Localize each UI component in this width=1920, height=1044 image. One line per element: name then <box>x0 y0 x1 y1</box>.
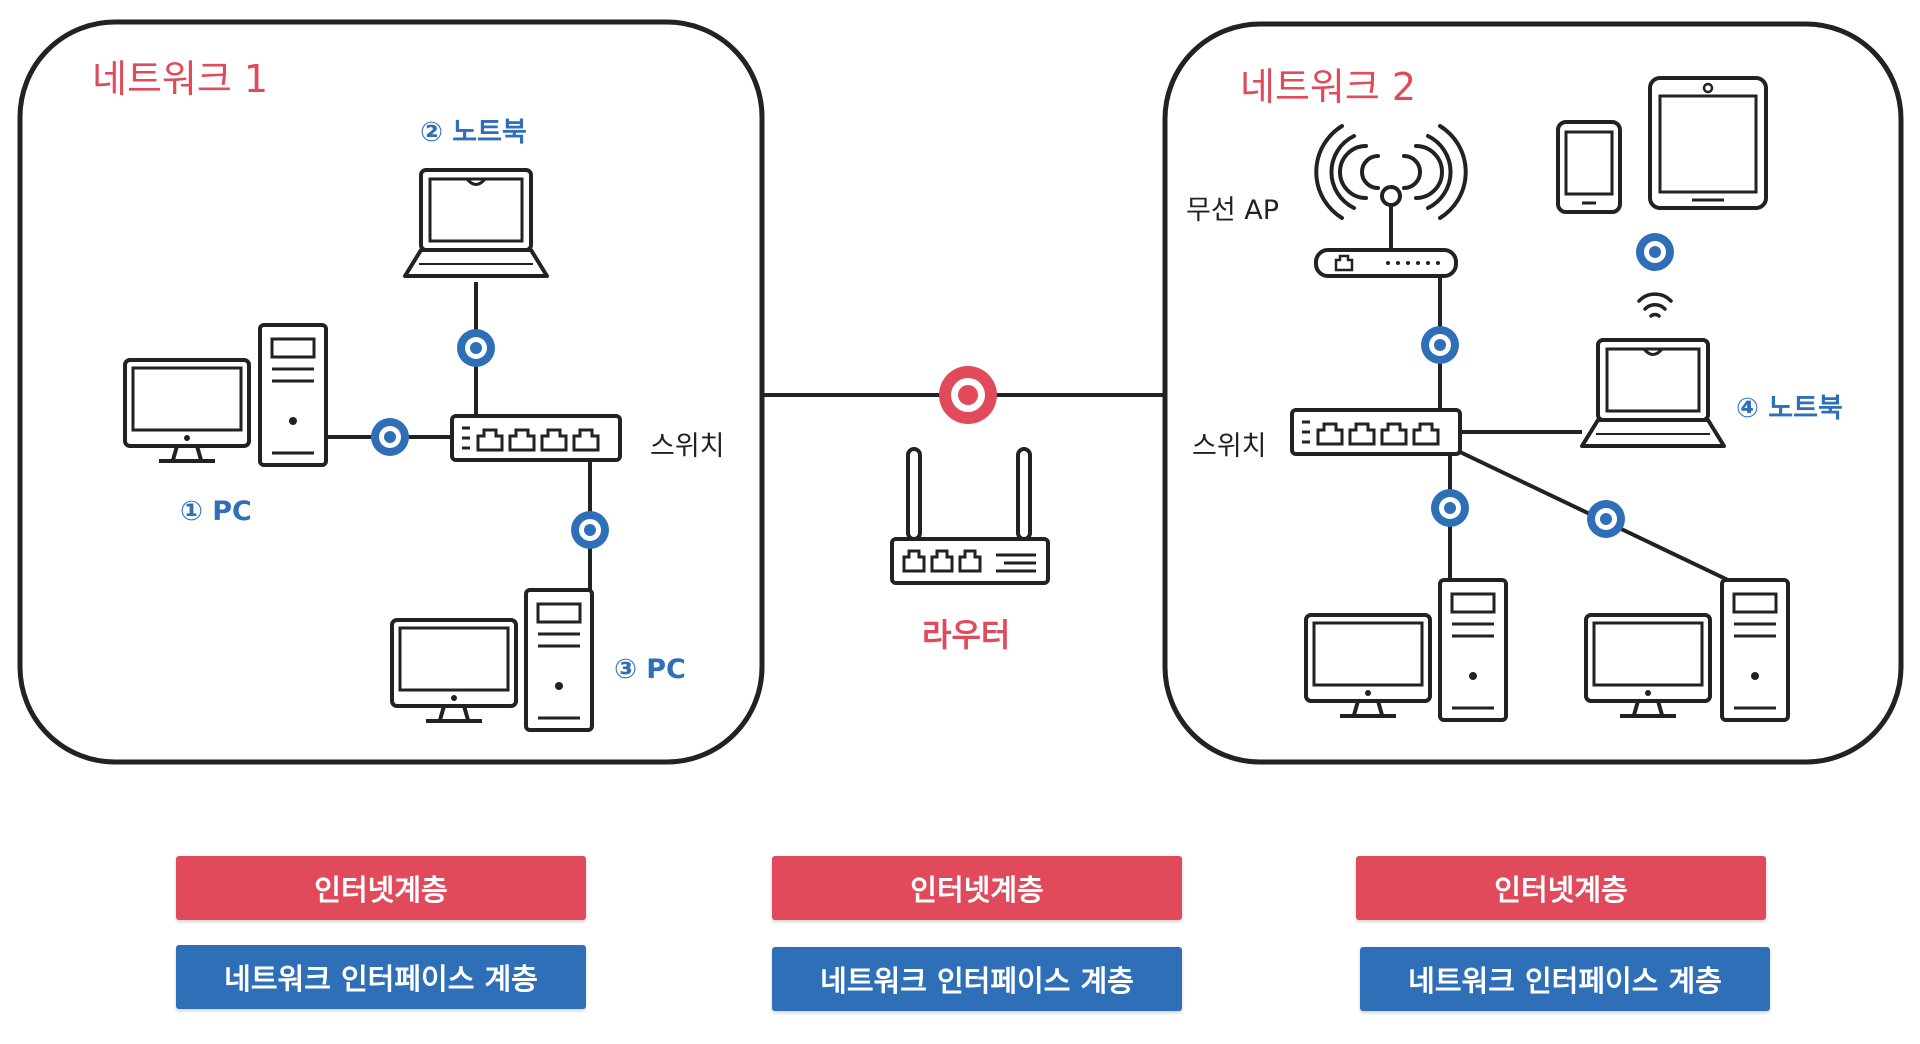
router-icon <box>890 447 1050 585</box>
network2-laptop <box>1580 338 1726 448</box>
network2-pc-b-tower <box>1720 578 1790 722</box>
wireless-ap-icon <box>1314 124 1468 278</box>
network1-pc1-monitor <box>123 358 251 463</box>
network1-pc3-monitor <box>390 618 518 723</box>
layer-network-interface-badge-2: 네트워크 인터페이스 계층 <box>772 947 1182 1011</box>
phone-icon <box>1556 120 1622 214</box>
router-node <box>939 366 997 424</box>
network1-switch <box>450 414 622 462</box>
network1-node-pc3 <box>571 511 609 549</box>
network2-pc-a-monitor <box>1304 613 1432 718</box>
layer-network-interface-badge-1: 네트워크 인터페이스 계층 <box>176 945 586 1009</box>
network1-node-pc1 <box>371 418 409 456</box>
network1-switch-label: 스위치 <box>650 431 725 462</box>
network2-laptop-label: ④ 노트북 <box>1736 393 1843 424</box>
network2-ap-label: 무선 AP <box>1186 195 1280 226</box>
network2-title: 네트워크 2 <box>1240 65 1417 109</box>
network2-node-wireless <box>1636 233 1674 271</box>
network1-title: 네트워크 1 <box>92 57 269 101</box>
network2-switch-label: 스위치 <box>1192 431 1267 462</box>
wifi-icon <box>1637 292 1673 318</box>
network1-pc3-label: ③ PC <box>614 654 686 685</box>
network1-laptop-label: ② 노트북 <box>420 117 527 148</box>
network2-node-ap <box>1421 326 1459 364</box>
network2-pc-a-tower <box>1438 578 1508 722</box>
layer-network-interface-badge-3: 네트워크 인터페이스 계층 <box>1360 947 1770 1011</box>
network1-laptop <box>403 168 549 278</box>
layer-internet-badge-1: 인터넷계층 <box>176 856 586 920</box>
network1-pc3-tower <box>524 588 594 732</box>
network1-boundary <box>17 19 765 765</box>
router-label: 라우터 <box>922 616 1011 654</box>
network2-boundary <box>1162 21 1904 765</box>
layer-internet-badge-3: 인터넷계층 <box>1356 856 1766 920</box>
network2-node-pc-a <box>1431 489 1469 527</box>
network2-node-pc-b <box>1587 500 1625 538</box>
network1-node-laptop <box>457 329 495 367</box>
network1-pc1-tower <box>258 323 328 467</box>
network1-pc1-label: ① PC <box>180 496 252 527</box>
tablet-icon <box>1648 76 1768 210</box>
network2-pc-b-monitor <box>1584 613 1712 718</box>
network2-switch <box>1290 408 1462 456</box>
layer-internet-badge-2: 인터넷계층 <box>772 856 1182 920</box>
